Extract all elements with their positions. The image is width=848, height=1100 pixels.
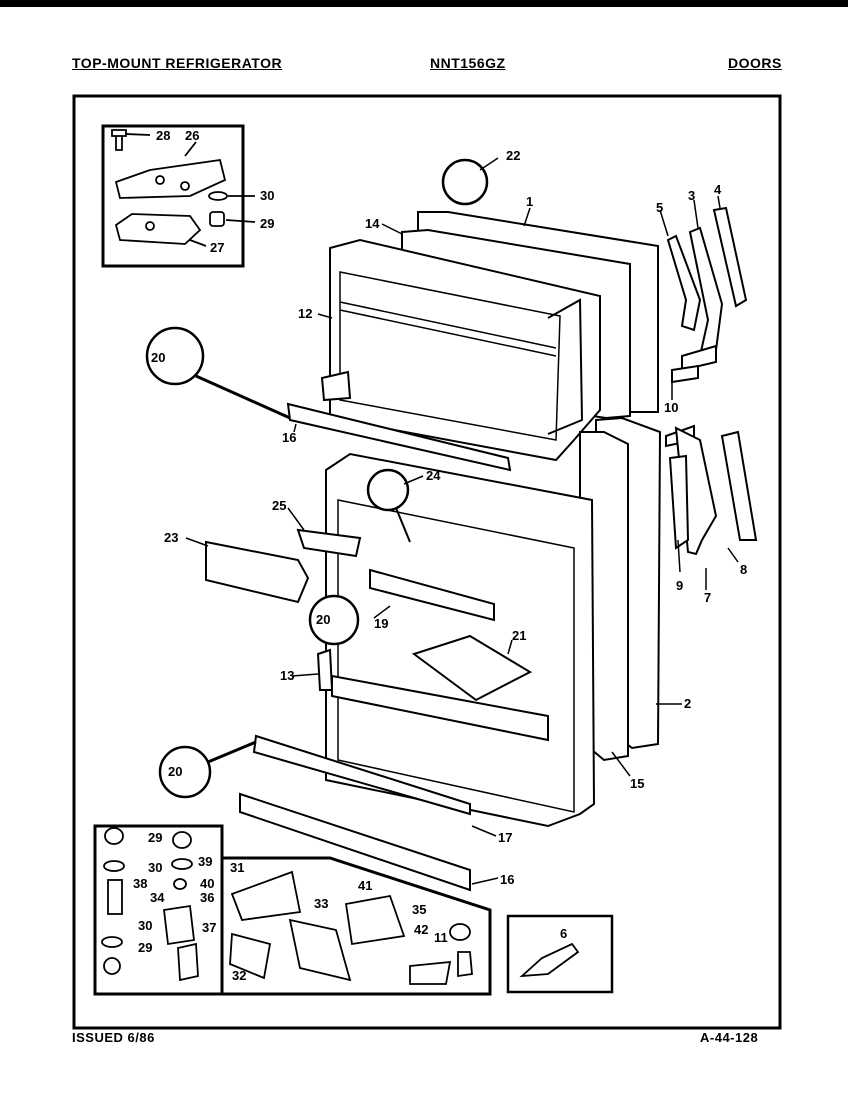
section-name: DOORS bbox=[728, 55, 782, 71]
callout-10: 10 bbox=[664, 400, 678, 415]
callout-11: 11 bbox=[434, 930, 448, 945]
callout-15: 15 bbox=[630, 776, 644, 791]
callout-39: 39 bbox=[198, 854, 212, 869]
callout-35: 35 bbox=[412, 902, 426, 917]
callout-29-top: 29 bbox=[260, 216, 274, 231]
callout-22: 22 bbox=[506, 148, 520, 163]
callout-20-lower: 20 bbox=[168, 764, 182, 779]
callout-26: 26 bbox=[185, 128, 199, 143]
callout-36: 36 bbox=[200, 890, 214, 905]
callout-24: 24 bbox=[426, 468, 441, 483]
callout-21: 21 bbox=[512, 628, 526, 643]
callout-31: 31 bbox=[230, 860, 244, 875]
model-number: NNT156GZ bbox=[430, 55, 506, 71]
callout-16-upper: 16 bbox=[282, 430, 296, 445]
callout-3: 3 bbox=[688, 188, 695, 203]
callout-25: 25 bbox=[272, 498, 286, 513]
callout-38: 38 bbox=[133, 876, 147, 891]
callout-27: 27 bbox=[210, 240, 224, 255]
callout-20-upper: 20 bbox=[151, 350, 165, 365]
top-border bbox=[0, 0, 848, 7]
callout-33: 33 bbox=[314, 896, 328, 911]
freezer-door-assembly bbox=[320, 211, 659, 462]
callout-19: 19 bbox=[374, 616, 388, 631]
callout-40: 40 bbox=[200, 876, 214, 891]
callout-29-bl2: 29 bbox=[138, 940, 152, 955]
leader-lines bbox=[185, 157, 739, 885]
callout-4: 4 bbox=[714, 182, 722, 197]
part-6-inset bbox=[506, 914, 614, 994]
callout-29-bl1: 29 bbox=[148, 830, 162, 845]
lower-hinge-inset bbox=[93, 824, 492, 996]
upper-hinge-inset bbox=[101, 124, 256, 268]
detail-circles bbox=[145, 158, 489, 799]
hinge-parts bbox=[665, 206, 758, 556]
callout-16-lower: 16 bbox=[500, 872, 514, 887]
callout-17: 17 bbox=[498, 830, 512, 845]
diagram-title: TOP-MOUNT REFRIGERATOR bbox=[72, 55, 283, 71]
callout-20-middle: 20 bbox=[316, 612, 330, 627]
callout-23: 23 bbox=[164, 530, 178, 545]
callout-41: 41 bbox=[358, 878, 372, 893]
callout-5: 5 bbox=[656, 200, 663, 215]
callout-30-top: 30 bbox=[260, 188, 274, 203]
callout-14: 14 bbox=[365, 216, 380, 231]
callout-37: 37 bbox=[202, 920, 216, 935]
callout-42: 42 bbox=[414, 922, 428, 937]
callout-labels: 1 2 3 4 5 6 7 8 9 10 11 12 13 14 15 16 1… bbox=[133, 128, 747, 983]
fresh-food-door-assembly bbox=[316, 416, 662, 828]
callout-1: 1 bbox=[526, 194, 533, 209]
callout-7: 7 bbox=[704, 590, 711, 605]
door-shelves bbox=[205, 402, 533, 892]
callout-32: 32 bbox=[232, 968, 246, 983]
callout-13: 13 bbox=[280, 668, 294, 683]
callout-6: 6 bbox=[560, 926, 567, 941]
callout-8: 8 bbox=[740, 562, 747, 577]
callout-2: 2 bbox=[684, 696, 691, 711]
callout-30-bl2: 30 bbox=[138, 918, 152, 933]
callout-12: 12 bbox=[298, 306, 312, 321]
callout-9: 9 bbox=[676, 578, 683, 593]
diagram-frame bbox=[72, 94, 782, 1030]
issue-date: ISSUED 6/86 bbox=[72, 1030, 155, 1045]
callout-34: 34 bbox=[150, 890, 165, 905]
callout-30-bl1: 30 bbox=[148, 860, 162, 875]
document-code: A-44-128 bbox=[700, 1030, 759, 1045]
callout-28: 28 bbox=[156, 128, 170, 143]
